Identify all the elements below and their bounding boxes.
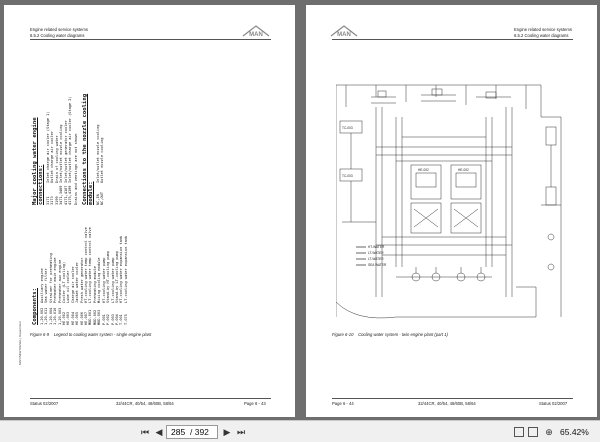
viewer-toolbar: ⏮ ◀ / 392 ▶ ⏭ ⊕ 65.42% <box>0 420 600 442</box>
single-page-view-icon[interactable] <box>514 427 524 437</box>
module-connection-item-code: NC,OUT <box>100 192 105 205</box>
footer-page: Page 6 - 44 <box>332 401 354 406</box>
figure-caption: Figure 6-10 Cooling water system - twin … <box>332 332 448 337</box>
engine-connection-item: 4175,4199 Inlet/outlet charge air cooler … <box>68 85 72 205</box>
legend-note: Drains and ventings are not shown <box>74 133 79 205</box>
component-item-desc: LT-cooling water pump <box>110 257 115 303</box>
man-logo: MAN <box>330 25 358 37</box>
engine-connection-item-desc: Drain of cooling water <box>54 135 59 183</box>
svg-text:MAN: MAN <box>249 32 263 37</box>
component-item-desc: Stand-by LT-cooling pump <box>114 251 119 303</box>
module-connections-title: Connections to the nozzle cooling module… <box>81 93 94 205</box>
caption-label: Figure 6-10 <box>332 332 354 337</box>
footer-divider <box>332 398 573 399</box>
component-item-desc: Preheater main engine <box>53 257 58 303</box>
man-logo: MAN <box>242 25 270 37</box>
diagram-label: LT-WATER <box>368 257 384 261</box>
component-item: T-075 LT-cooling water expansion tank <box>124 227 128 325</box>
caption-label: Figure 6-9 <box>30 332 50 337</box>
page-total: / 392 <box>190 427 209 437</box>
figure-caption: Figure 6-9 Legend to cooling water syste… <box>30 332 151 337</box>
engine-connection-item-desc: Inlet/outlet nozzle cooling <box>59 124 64 183</box>
engine-connection-item-desc: Outlet charge air cooler <box>50 131 55 183</box>
module-connection-item: NC,OUT Outlet nozzle cooling <box>100 85 104 205</box>
caption-text: Cooling water system - twin engine plant… <box>358 332 448 337</box>
component-item-desc: Strainer for preheating <box>48 253 53 303</box>
footer-status: Status 02/2007 <box>539 401 568 406</box>
zoom-icon[interactable]: ⊕ <box>545 427 553 437</box>
component-item-desc: Preheating module <box>92 266 97 303</box>
document-viewer[interactable]: Engine related service systems 6.5.2 Coo… <box>0 0 600 420</box>
component-item-desc: Mixing cooling module <box>97 257 102 303</box>
page-number-input[interactable] <box>171 427 189 437</box>
footer-divider <box>30 398 271 399</box>
module-connection-item-desc: Inlet/outlet nozzle cooling <box>95 124 100 183</box>
svg-text:MAN: MAN <box>337 32 351 37</box>
next-page-icon[interactable]: ▶ <box>223 427 231 437</box>
module-connection-item-desc: Outlet nozzle cooling <box>100 137 105 183</box>
component-item-code: T-075 <box>123 314 128 325</box>
side-department-text: MAN B&W DIESEL | Department <box>18 321 22 365</box>
caption-text: Legend to cooling water system - single … <box>53 332 152 337</box>
footer-page: Page 6 - 43 <box>244 401 266 406</box>
component-item-desc: Charge air cooler <box>70 266 75 303</box>
diagram-label: HE-002 <box>418 168 429 172</box>
first-page-icon[interactable]: ⏮ <box>140 427 150 437</box>
component-item-desc: LT-cooling water expansion tank <box>123 235 128 303</box>
diagram-label: SEA WATER <box>368 263 387 267</box>
components-title: Components: <box>32 287 38 325</box>
header-divider <box>332 39 573 40</box>
footer-engine: 32/44CR, 40/54, 48/60B, 58/64 <box>418 401 476 406</box>
footer-status: Status 02/2007 <box>30 401 59 406</box>
page-number-field[interactable] <box>166 425 218 439</box>
page-header-title: Engine related service systems <box>514 27 572 32</box>
page-right: Engine related service systems 6.5.2 Coo… <box>306 5 597 417</box>
diagram-label: TC-003 <box>342 174 353 178</box>
page-header-section: 6.5.2 Cooling water diagrams <box>514 33 569 38</box>
two-page-view-icon[interactable] <box>528 427 538 437</box>
diagram-label: HE-002 <box>458 168 469 172</box>
component-item-desc: Jacket water cooler <box>75 261 80 303</box>
diagram-label: TC-003 <box>342 126 353 130</box>
page-left: Engine related service systems 6.5.2 Coo… <box>4 5 295 417</box>
prev-page-icon[interactable]: ◀ <box>155 427 163 437</box>
cooling-water-schematic: TC-003 TC-003 HE-002 HE-002 HT-WATER LT-… <box>336 84 562 319</box>
page-header-title: Engine related service systems <box>30 27 88 32</box>
engine-connection-item-desc: Inlet/outlet charge air cooler (Stage 2) <box>68 96 73 183</box>
engine-connections-title: Major cooling water engine connections: <box>32 117 44 205</box>
component-item-desc: LT-cooling water temp control valve <box>88 227 93 303</box>
component-item-desc: Lube oil cooler <box>66 270 71 303</box>
zoom-level: 65.42% <box>560 427 589 437</box>
component-item-desc: Preheater aux engine <box>57 259 62 303</box>
component-item-desc: HT-cooling water expansion tank <box>119 235 124 303</box>
component-item-desc: HT-cooling water temp control valve <box>84 227 89 303</box>
component-item-desc: Cooler (LT cooling) <box>62 261 67 303</box>
last-page-icon[interactable]: ⏭ <box>236 427 246 437</box>
page-header-section: 6.5.2 Cooling water diagrams <box>30 33 85 38</box>
component-item-desc: Auxiliary engine <box>40 268 44 303</box>
engine-connections-list: 3171Inlet charge air cooler (Stage 1)317… <box>46 85 72 205</box>
engine-connection-item-desc: Inlet/outlet generator cooler <box>63 120 68 183</box>
diagram-label: HT-WATER <box>368 245 385 249</box>
engine-connection-item-desc: Inlet charge air cooler (Stage 1) <box>46 111 50 183</box>
header-divider <box>30 39 271 40</box>
engine-connection-item-code: 4175,4199 <box>68 185 73 205</box>
component-item-desc: Stand-by HT-cooling pump <box>106 251 111 303</box>
component-item-desc: Sea water filter <box>44 268 49 303</box>
footer-engine: 32/44CR, 40/54, 48/60B, 58/64 <box>116 401 174 406</box>
component-item-desc: HT-cooling water pump <box>101 257 106 303</box>
diagram-label: LT-WATER <box>368 251 384 255</box>
component-item-desc: Fresh water generator <box>79 257 84 303</box>
